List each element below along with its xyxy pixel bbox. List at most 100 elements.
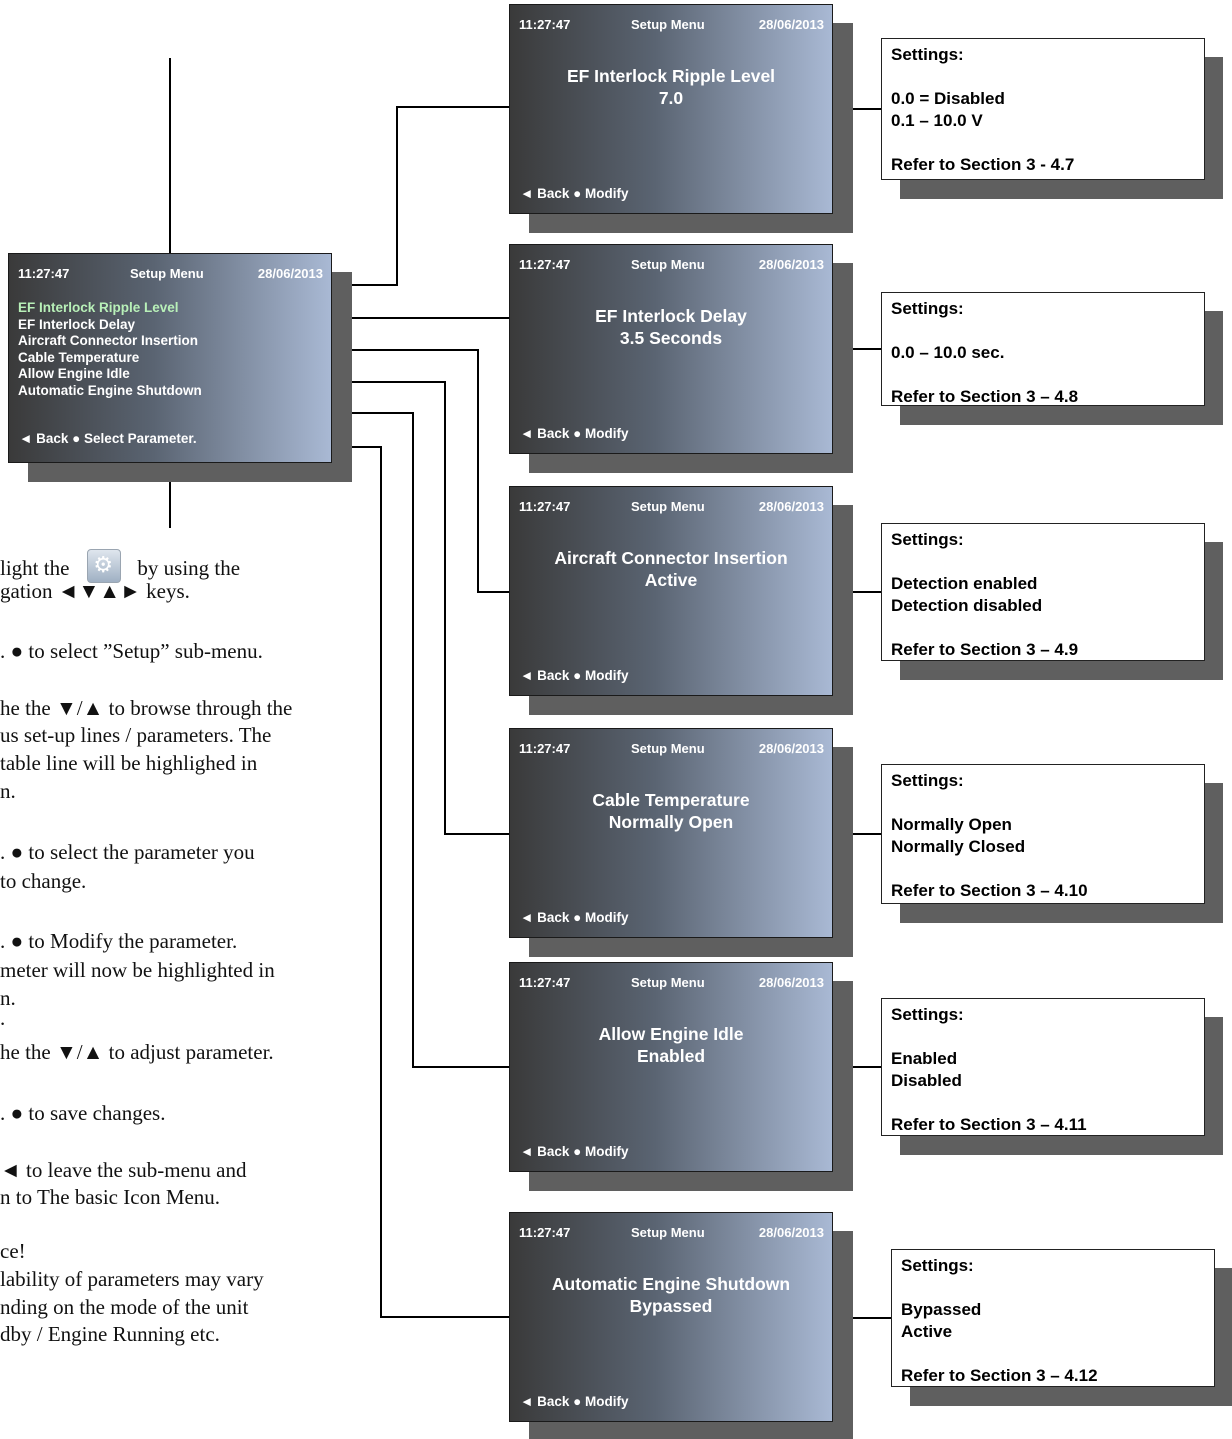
instruction-line: n.	[0, 779, 16, 803]
parameter-name: EF Interlock Ripple Level	[566, 66, 776, 86]
instruction-line: table line will be highlighed in	[0, 751, 258, 775]
clock: 11:27:47	[519, 741, 571, 756]
settings-option: Detection disabled	[891, 596, 1043, 615]
settings-heading: Settings:	[891, 771, 964, 790]
screen-display: 11:27:47 Setup Menu 28/06/2013 Allow Eng…	[509, 962, 833, 1172]
instruction-line: . ● to save changes.	[0, 1101, 166, 1125]
settings-panel: Settings: 0.0 – 10.0 sec. Refer to Secti…	[881, 292, 1205, 406]
parameter-display: Allow Engine Idle Enabled	[510, 1023, 832, 1067]
screen-display: 11:27:47 Setup Menu 28/06/2013 Cable Tem…	[509, 728, 833, 938]
instruction-line: us set-up lines / parameters. The	[0, 723, 272, 747]
instruction-line: nding on the mode of the unit	[0, 1295, 249, 1319]
clock: 11:27:47	[519, 975, 571, 990]
settings-reference: Refer to Section 3 – 4.10	[891, 881, 1088, 900]
instruction-line: lability of parameters may vary	[0, 1267, 264, 1291]
settings-reference: Refer to Section 3 - 4.7	[891, 155, 1075, 174]
settings-option: Normally Closed	[891, 837, 1026, 856]
settings-panel: Settings: Bypassed Active Refer to Secti…	[891, 1249, 1215, 1387]
instruction-line: to change.	[0, 869, 87, 893]
screen-footer: ◄ Back ● Modify	[520, 1394, 629, 1409]
parameter-value: Bypassed	[629, 1296, 713, 1316]
settings-reference: Refer to Section 3 – 4.12	[901, 1366, 1098, 1385]
screen-display: 11:27:47 Setup Menu 28/06/2013 Automatic…	[509, 1212, 833, 1422]
settings-reference: Refer to Section 3 – 4.8	[891, 387, 1079, 406]
screen-display: 11:27:47 Setup Menu 28/06/2013 Aircraft …	[509, 486, 833, 696]
settings-reference: Refer to Section 3 – 4.11	[891, 1115, 1087, 1134]
instruction-line: .	[0, 1006, 6, 1030]
settings-heading: Settings:	[891, 530, 964, 549]
screen-footer: ◄ Back ● Modify	[520, 426, 629, 441]
settings-option: 0.0 – 10.0 sec.	[891, 343, 1005, 362]
gear-icon: ⚙	[87, 549, 122, 583]
instruction-line: ◄ to leave the sub-menu and	[0, 1158, 247, 1182]
date: 28/06/2013	[758, 1225, 824, 1240]
instruction-line: . ● to Modify the parameter.	[0, 929, 238, 953]
instruction-line: he the ▼/▲ to browse through the	[0, 696, 293, 720]
settings-option: 0.0 = Disabled	[891, 89, 1005, 108]
parameter-display: Automatic Engine Shutdown Bypassed	[510, 1273, 832, 1317]
instruction-line: . ● to select the parameter you	[0, 840, 255, 864]
instruction-text: light the	[0, 556, 70, 580]
settings-option: Enabled	[891, 1049, 958, 1068]
settings-option: Bypassed	[901, 1300, 982, 1319]
clock: 11:27:47	[519, 257, 571, 272]
clock: 11:27:47	[18, 266, 70, 281]
settings-panel: Settings: 0.0 = Disabled 0.1 – 10.0 V Re…	[881, 38, 1205, 180]
parameter-display: Aircraft Connector Insertion Active	[510, 547, 832, 591]
parameter-display: Cable Temperature Normally Open	[510, 789, 832, 833]
settings-option: Active	[901, 1322, 953, 1341]
parameter-display: EF Interlock Delay 3.5 Seconds	[510, 305, 832, 349]
menu-item-ef-interlock-delay[interactable]: EF Interlock Delay	[18, 316, 136, 332]
parameter-name: Allow Engine Idle	[598, 1024, 744, 1044]
clock: 11:27:47	[519, 1225, 571, 1240]
menu-title: Setup Menu	[130, 266, 204, 281]
menu-title: Setup Menu	[631, 741, 705, 756]
date: 28/06/2013	[758, 499, 824, 514]
parameter-name: Cable Temperature	[592, 790, 750, 810]
menu-item-ef-interlock-ripple-level[interactable]: EF Interlock Ripple Level	[18, 300, 179, 315]
instruction-line: light the⚙by using the	[0, 549, 240, 583]
menu-footer: ◄ Back ● Select Parameter.	[19, 431, 197, 446]
instruction-line: n.	[0, 986, 16, 1010]
screen-footer: ◄ Back ● Modify	[520, 910, 629, 925]
settings-reference: Refer to Section 3 – 4.9	[891, 640, 1079, 659]
parameter-name: EF Interlock Delay	[595, 306, 747, 326]
menu-title: Setup Menu	[631, 1225, 705, 1240]
parameter-value: 3.5 Seconds	[619, 328, 723, 348]
menu-title: Setup Menu	[631, 257, 705, 272]
settings-panel: Settings: Normally Open Normally Closed …	[881, 764, 1205, 904]
settings-heading: Settings:	[891, 45, 964, 64]
instruction-line: ce!	[0, 1239, 26, 1263]
parameter-value: Active	[644, 570, 698, 590]
settings-heading: Settings:	[891, 299, 964, 318]
instruction-line: . ● to select ”Setup” sub-menu.	[0, 639, 263, 663]
screen-footer: ◄ Back ● Modify	[520, 1144, 629, 1159]
instruction-line: gation ◄▼▲► keys.	[0, 579, 190, 603]
instruction-line: n to The basic Icon Menu.	[0, 1185, 221, 1209]
settings-option: Detection enabled	[891, 574, 1038, 593]
menu-title: Setup Menu	[631, 17, 705, 32]
clock: 11:27:47	[519, 17, 571, 32]
parameter-name: Automatic Engine Shutdown	[551, 1274, 791, 1294]
screen-display: 11:27:47 Setup Menu 28/06/2013 EF Interl…	[509, 4, 833, 214]
date: 28/06/2013	[758, 741, 824, 756]
settings-option: Normally Open	[891, 815, 1012, 834]
main-menu-display: 11:27:47 Setup Menu 28/06/2013 EF Interl…	[8, 253, 332, 463]
screen-footer: ◄ Back ● Modify	[520, 186, 629, 201]
clock: 11:27:47	[519, 499, 571, 514]
parameter-list: EF Interlock Ripple Level EF Interlock D…	[18, 300, 202, 399]
menu-item-aircraft-connector-insertion[interactable]: Aircraft Connector Insertion	[18, 333, 199, 348]
parameter-name: Aircraft Connector Insertion	[554, 548, 788, 568]
settings-panel: Settings: Enabled Disabled Refer to Sect…	[881, 998, 1205, 1136]
settings-panel: Settings: Detection enabled Detection di…	[881, 523, 1205, 661]
menu-item-cable-temperature[interactable]: Cable Temperature	[18, 349, 140, 365]
date: 28/06/2013	[758, 17, 824, 32]
parameter-value: 7.0	[658, 88, 684, 108]
menu-item-automatic-engine-shutdown[interactable]: Automatic Engine Shutdown	[18, 382, 202, 398]
parameter-value: Enabled	[636, 1046, 706, 1066]
menu-title: Setup Menu	[631, 975, 705, 990]
instruction-line: he the ▼/▲ to adjust parameter.	[0, 1040, 274, 1064]
menu-item-allow-engine-idle[interactable]: Allow Engine Idle	[18, 366, 130, 381]
instruction-line: dby / Engine Running etc.	[0, 1322, 220, 1346]
parameter-display: EF Interlock Ripple Level 7.0	[510, 65, 832, 109]
